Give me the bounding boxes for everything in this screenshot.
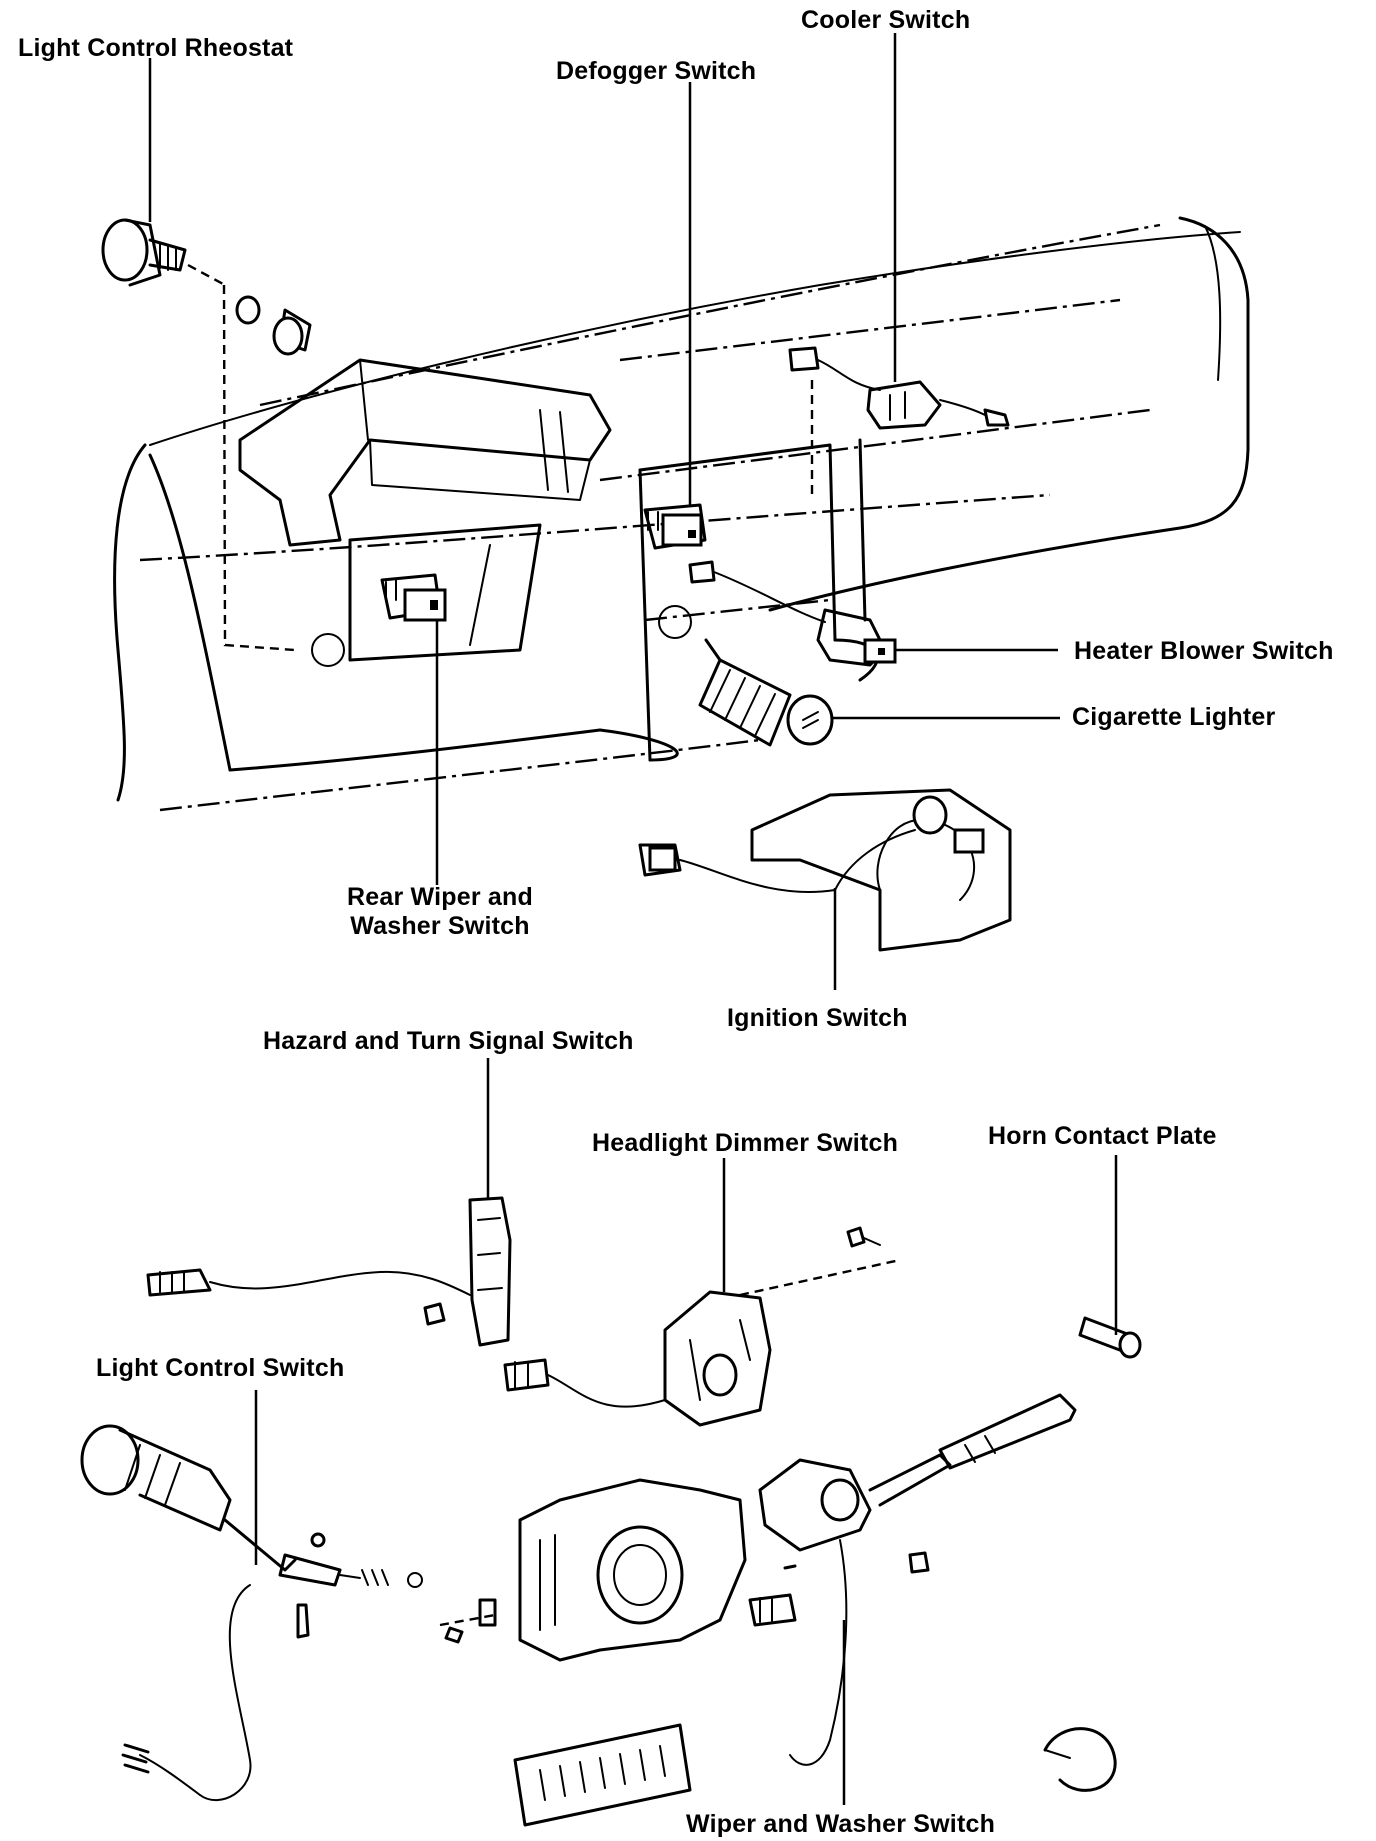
connector-block-part	[513, 1723, 692, 1827]
light-control-switch-part	[80, 1390, 423, 1801]
headlight-dimmer-switch-label: Headlight Dimmer Switch	[592, 1129, 899, 1157]
rear-wiper-label-line2: Washer Switch	[350, 912, 530, 940]
dashboard-panel	[113, 216, 1250, 812]
rear-wiper-label-line1: Rear Wiper and	[347, 883, 533, 911]
ignition-switch-part	[638, 788, 1012, 990]
light-control-rheostat-part	[101, 58, 312, 652]
combination-switch-body	[439, 1478, 747, 1662]
cooler-switch-label: Cooler Switch	[801, 6, 971, 34]
wiper-washer-switch-label: Wiper and Washer Switch	[686, 1810, 996, 1838]
rear-wiper-washer-switch-label: Rear Wiper and Washer Switch	[345, 883, 535, 941]
cigarette-lighter-label: Cigarette Lighter	[1072, 703, 1276, 731]
cigarette-lighter-part	[698, 638, 1060, 747]
cooler-switch-part	[788, 33, 1010, 500]
horn-contact-plate-label: Horn Contact Plate	[988, 1122, 1217, 1150]
hazard-turn-signal-switch-label: Hazard and Turn Signal Switch	[263, 1027, 634, 1055]
light-control-switch-label: Light Control Switch	[96, 1354, 345, 1382]
wire-clip-part	[1043, 1727, 1117, 1792]
wiper-washer-switch-part	[748, 1393, 1077, 1805]
hazard-turn-signal-switch-part	[146, 1058, 512, 1347]
defogger-switch-label: Defogger Switch	[556, 57, 757, 85]
heater-blower-switch-label: Heater Blower Switch	[1074, 637, 1334, 665]
ignition-switch-label: Ignition Switch	[727, 1004, 908, 1032]
horn-contact-plate-part	[1078, 1155, 1142, 1359]
heater-blower-switch-part	[688, 560, 1058, 667]
defogger-switch-part	[643, 82, 707, 550]
headlight-dimmer-switch-part	[503, 1158, 901, 1427]
light-control-rheostat-label: Light Control Rheostat	[18, 34, 294, 62]
rear-wiper-washer-switch-part	[380, 573, 447, 885]
